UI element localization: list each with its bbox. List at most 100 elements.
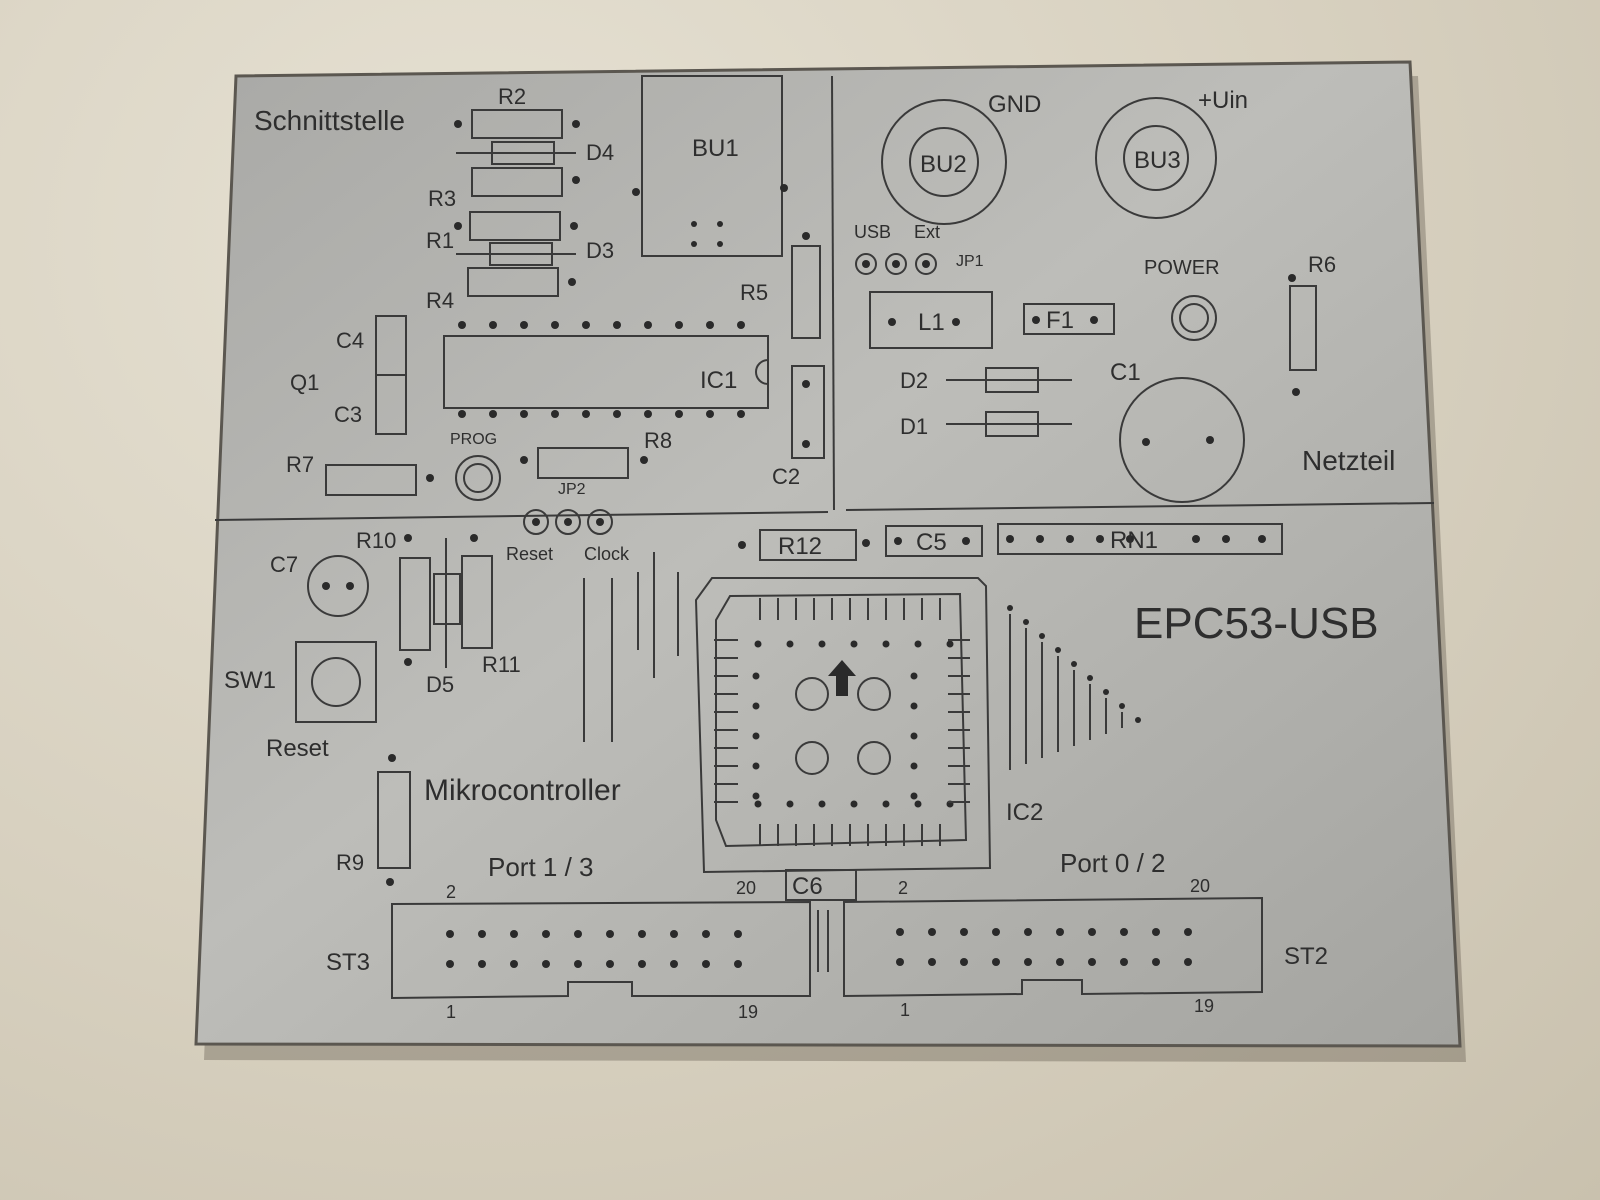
svg-text:BU1: BU1: [692, 135, 739, 162]
resistor-r2: R2: [454, 84, 580, 139]
solder-pad: [910, 732, 918, 740]
solder-pad: [1066, 535, 1074, 543]
resistor-r11: R11: [461, 534, 521, 677]
solder-pad: [582, 321, 590, 329]
solder-pad: [1024, 928, 1032, 936]
svg-text:C4: C4: [336, 328, 364, 353]
diode-d1: D1: [900, 411, 1072, 439]
solder-pad: [1036, 535, 1044, 543]
solder-pad: [1056, 958, 1064, 966]
svg-text:+Uin: +Uin: [1198, 87, 1248, 114]
solder-pad: [1039, 633, 1045, 639]
svg-text:USB: USB: [854, 222, 891, 242]
solder-pad: [1152, 928, 1160, 936]
solder-pad: [542, 960, 550, 968]
solder-pad: [551, 410, 559, 418]
solder-pad: [896, 958, 904, 966]
solder-pad: [882, 640, 890, 648]
inductor-l1: L1: [869, 291, 993, 349]
capacitors-c4-c3: C4 C3 Q1: [290, 315, 407, 435]
solder-pad: [910, 762, 918, 770]
solder-pad: [928, 928, 936, 936]
diode-d4: D4: [456, 140, 614, 165]
svg-text:Clock: Clock: [584, 544, 630, 564]
svg-text:GND: GND: [988, 91, 1041, 118]
svg-text:PROG: PROG: [450, 431, 497, 448]
solder-pad: [675, 321, 683, 329]
solder-pad: [1258, 535, 1266, 543]
svg-text:20: 20: [1190, 876, 1210, 896]
svg-text:19: 19: [738, 1002, 758, 1022]
connector-bu3-uin: BU3 +Uin: [1095, 87, 1248, 219]
svg-text:Reset: Reset: [506, 544, 553, 564]
solder-pad: [574, 960, 582, 968]
divider-horizontal-right: [845, 502, 1435, 511]
svg-text:D4: D4: [586, 140, 614, 165]
solder-pad: [818, 800, 826, 808]
jumper-jp1: USB Ext JP1: [854, 222, 984, 275]
solder-pad: [1126, 535, 1134, 543]
resistor-r7: R7: [286, 452, 434, 496]
solder-pad: [446, 930, 454, 938]
resistor-r8: R8: [520, 428, 672, 479]
svg-text:2: 2: [898, 878, 908, 898]
svg-text:19: 19: [1194, 996, 1214, 1016]
svg-text:R9: R9: [336, 850, 364, 875]
diode-d2: D2: [900, 367, 1072, 393]
solder-pad: [706, 410, 714, 418]
solder-pad: [1096, 535, 1104, 543]
solder-pad: [478, 930, 486, 938]
solder-pad: [850, 800, 858, 808]
solder-pad: [1184, 958, 1192, 966]
solder-pad: [896, 928, 904, 936]
connector-bu2-gnd: BU2 GND: [881, 91, 1041, 225]
solder-pad: [1184, 928, 1192, 936]
svg-text:R3: R3: [428, 186, 456, 211]
solder-pad: [520, 410, 528, 418]
svg-text:C3: C3: [334, 402, 362, 427]
solder-pad: [702, 930, 710, 938]
solder-pad: [910, 702, 918, 710]
solder-pad: [1222, 535, 1230, 543]
svg-text:D3: D3: [586, 238, 614, 263]
connector-st2: ST2 2 20 1 19: [843, 876, 1328, 1020]
solder-pad: [914, 800, 922, 808]
solder-pad: [675, 410, 683, 418]
solder-pad: [1088, 958, 1096, 966]
solder-pad: [702, 960, 710, 968]
connector-st3: ST3 2 20 1 19: [326, 878, 811, 1022]
section-power-label: Netzteil: [1302, 445, 1395, 476]
solder-pad: [606, 960, 614, 968]
connector-bu1: BU1: [632, 75, 788, 257]
svg-text:Q1: Q1: [290, 370, 319, 395]
solder-pad: [752, 672, 760, 680]
solder-pad: [1071, 661, 1077, 667]
svg-text:R11: R11: [482, 652, 521, 677]
solder-pad: [1056, 928, 1064, 936]
divider-horizontal-left: [214, 511, 829, 521]
solder-pad: [542, 930, 550, 938]
svg-text:SW1: SW1: [224, 667, 276, 694]
solder-pad: [960, 928, 968, 936]
svg-text:ST2: ST2: [1284, 943, 1328, 970]
solder-pad: [1119, 703, 1125, 709]
solder-pad: [489, 321, 497, 329]
solder-pad: [1023, 619, 1029, 625]
power-led: POWER: [1144, 257, 1220, 341]
svg-text:R8: R8: [644, 428, 672, 453]
capacitor-c6: C6: [785, 869, 857, 972]
board-title: EPC53-USB: [1134, 599, 1379, 648]
svg-text:POWER: POWER: [1144, 257, 1220, 279]
solder-pad: [734, 930, 742, 938]
svg-text:1: 1: [446, 1002, 456, 1022]
solder-pad: [992, 958, 1000, 966]
resistor-r5: R5: [740, 232, 821, 339]
solder-pad: [644, 321, 652, 329]
svg-text:Reset: Reset: [266, 735, 329, 762]
solder-pad: [737, 321, 745, 329]
solder-pad: [1087, 675, 1093, 681]
port02-label: Port 0 / 2: [1060, 848, 1166, 878]
solder-pad: [510, 930, 518, 938]
solder-pad: [910, 672, 918, 680]
solder-pad: [489, 410, 497, 418]
